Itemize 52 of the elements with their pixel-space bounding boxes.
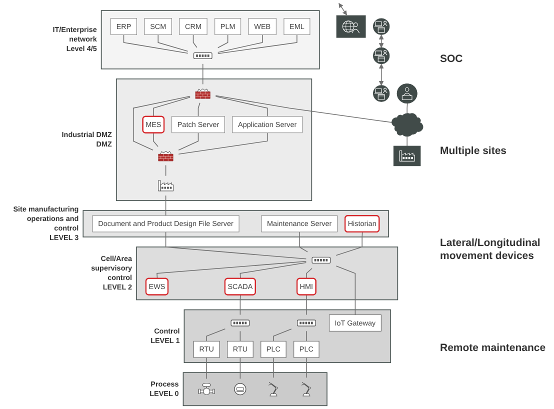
- side-label: Multiple sites: [440, 144, 507, 159]
- connector: [198, 102, 200, 117]
- connector: [153, 132, 158, 148]
- connector: [306, 268, 312, 280]
- side-label: SOC: [440, 53, 463, 67]
- connector: [218, 34, 263, 53]
- node-cloud: [392, 113, 424, 137]
- arrow: [378, 64, 384, 86]
- connector: [306, 294, 308, 316]
- connector: [240, 294, 241, 316]
- cluster: [82, 210, 389, 238]
- connector: [132, 96, 190, 150]
- cluster: [100, 10, 320, 70]
- node-picture: [193, 52, 212, 60]
- connector: [273, 328, 292, 342]
- connector: [158, 34, 188, 52]
- connector: [306, 330, 307, 342]
- connector: [240, 357, 241, 380]
- connector: [123, 34, 188, 54]
- connector: [178, 132, 199, 150]
- connector: [298, 232, 308, 252]
- cluster: [116, 78, 312, 201]
- connector: [206, 328, 226, 342]
- connector: [202, 64, 204, 85]
- connector: [336, 266, 356, 316]
- connector: [178, 132, 268, 154]
- connector: [165, 164, 166, 176]
- connector: [240, 262, 307, 280]
- side-label: Remote maintenance: [440, 342, 546, 356]
- connector: [192, 34, 198, 48]
- cluster: [182, 372, 328, 406]
- connector: [273, 357, 274, 378]
- side-label: Lateral/Longitudinal movement devices: [440, 236, 542, 264]
- connector: [406, 136, 408, 146]
- connector: [215, 96, 268, 117]
- connector: [306, 357, 307, 378]
- connector: [215, 95, 392, 123]
- arrow: [338, 2, 348, 16]
- connector: [153, 96, 190, 118]
- connector: [218, 34, 298, 54]
- connector: [165, 195, 166, 216]
- cluster: [136, 246, 398, 300]
- node-picture: [336, 15, 366, 38]
- connector: [336, 232, 363, 256]
- connector: [240, 330, 241, 342]
- connector: [165, 232, 307, 260]
- connector: [156, 261, 307, 280]
- connector: [406, 103, 408, 114]
- cluster: [184, 309, 392, 363]
- node-picture: [393, 146, 421, 166]
- arrow: [378, 34, 384, 48]
- connector: [206, 357, 207, 380]
